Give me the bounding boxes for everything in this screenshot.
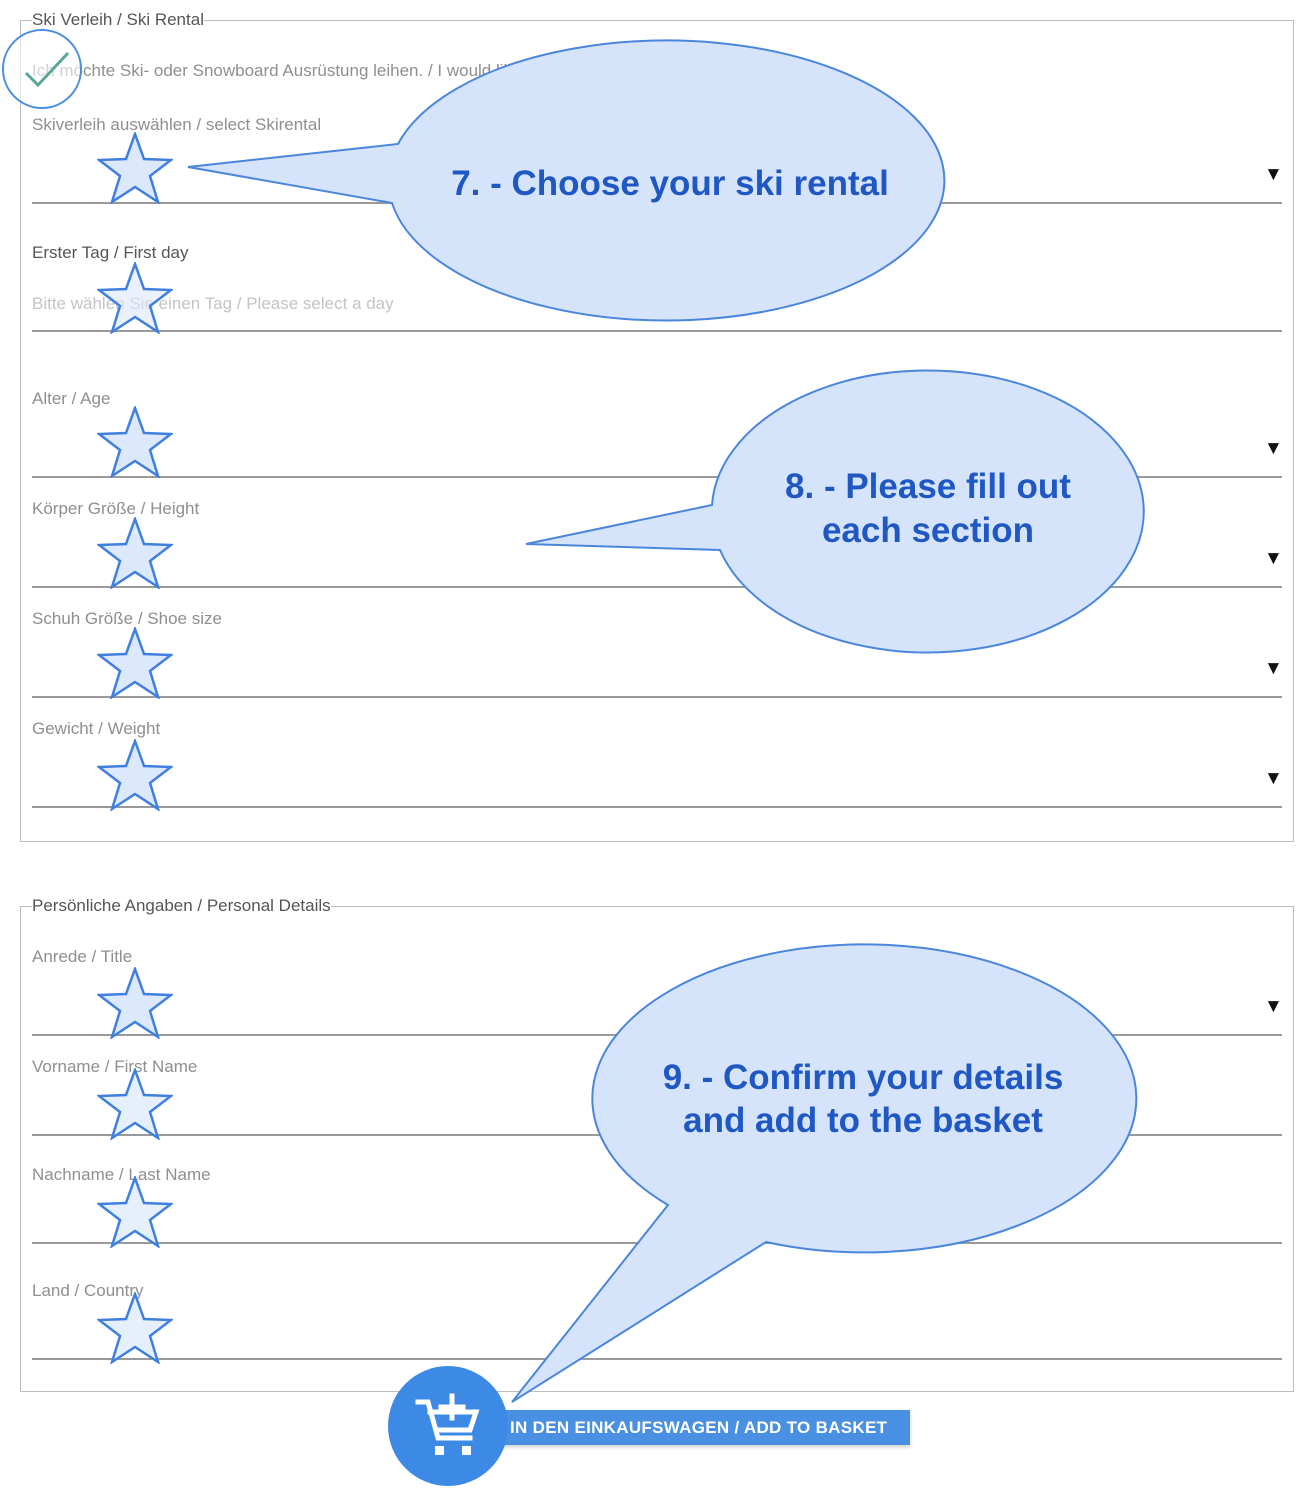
skirental-label: Skiverleih auswählen / select Skirental [32, 115, 322, 134]
last-name-input[interactable] [32, 1242, 1282, 1244]
first-day-underline [32, 330, 1282, 332]
star-icon [97, 627, 173, 699]
shoe-size-label: Schuh Größe / Shoe size [32, 609, 222, 628]
personal-details-legend: Persönliche Angaben / Personal Details [32, 896, 331, 915]
weight-dropdown-arrow-icon[interactable]: ▼ [1264, 768, 1283, 789]
country-input[interactable] [32, 1358, 1282, 1360]
checkmark-icon [24, 51, 70, 88]
first-name-label: Vorname / First Name [32, 1057, 198, 1076]
weight-label: Gewicht / Weight [32, 719, 161, 738]
height-label: Körper Größe / Height [32, 499, 200, 518]
checkbox-rent-equipment[interactable] [2, 29, 82, 109]
callout-7-text: 7. - Choose your ski rental [451, 164, 889, 203]
star-icon [97, 967, 173, 1039]
height-select[interactable] [32, 586, 1282, 588]
rent-equipment-label[interactable]: Ich möchte Ski- oder Snowboard Ausrüstun… [32, 61, 689, 80]
star-icon [97, 1176, 173, 1248]
callout-9-line2: and add to the basket [683, 1101, 1043, 1140]
weight-select[interactable] [32, 806, 1282, 808]
star-icon [97, 517, 173, 589]
last-name-label: Nachname / Last Name [32, 1165, 211, 1184]
star-icon [97, 132, 173, 204]
shoe-size-select[interactable] [32, 696, 1282, 698]
title-dropdown-arrow-icon[interactable]: ▼ [1264, 996, 1283, 1017]
cart-add-icon [415, 1393, 480, 1455]
callout-9-line1: 9. - Confirm your details [662, 1058, 1064, 1097]
callout-8-line1: 8. - Please fill out [785, 467, 1071, 506]
add-to-basket-button[interactable]: IN DEN EINKAUFSWAGEN / ADD TO BASKET [440, 1410, 910, 1445]
age-label: Alter / Age [32, 389, 111, 408]
star-icon [97, 262, 173, 334]
title-label: Anrede / Title [32, 947, 133, 966]
first-day-input[interactable]: Bitte wählen Sie einen Tag / Please sele… [32, 294, 394, 313]
star-icon [97, 739, 173, 811]
ski-rental-section: Ski Verleih / Ski Rental [20, 10, 1294, 842]
star-icon [97, 1292, 173, 1364]
star-icon [97, 1068, 173, 1140]
callout-8-line2: each section [821, 511, 1035, 550]
add-to-basket-cart-button[interactable] [388, 1366, 508, 1486]
star-icon [97, 406, 173, 478]
height-dropdown-arrow-icon[interactable]: ▼ [1264, 548, 1283, 569]
country-label: Land / Country [32, 1281, 144, 1300]
first-day-label: Erster Tag / First day [32, 243, 189, 262]
title-select[interactable] [32, 1034, 1282, 1036]
ski-rental-legend: Ski Verleih / Ski Rental [32, 10, 204, 29]
personal-details-section: Persönliche Angaben / Personal Details [20, 896, 1294, 1392]
shoe-size-dropdown-arrow-icon[interactable]: ▼ [1264, 658, 1283, 679]
age-dropdown-arrow-icon[interactable]: ▼ [1264, 438, 1283, 459]
skirental-dropdown-arrow-icon[interactable]: ▼ [1264, 164, 1283, 185]
